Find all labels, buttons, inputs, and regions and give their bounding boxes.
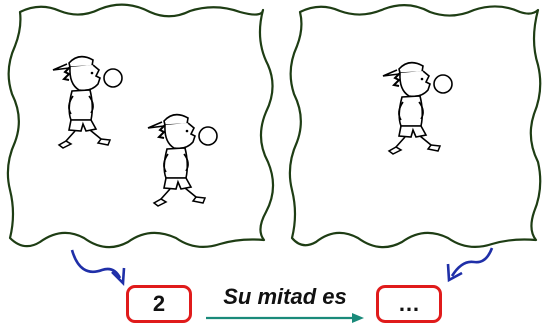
right-arrow-icon xyxy=(206,313,364,323)
curved-arrow-icon xyxy=(446,247,494,283)
caption-text: Su mitad es xyxy=(223,284,347,309)
count-box: 2 xyxy=(126,285,192,323)
answer-box[interactable]: … xyxy=(376,285,442,323)
left-panel-frame xyxy=(6,3,275,249)
curved-arrow-icon xyxy=(70,249,126,286)
